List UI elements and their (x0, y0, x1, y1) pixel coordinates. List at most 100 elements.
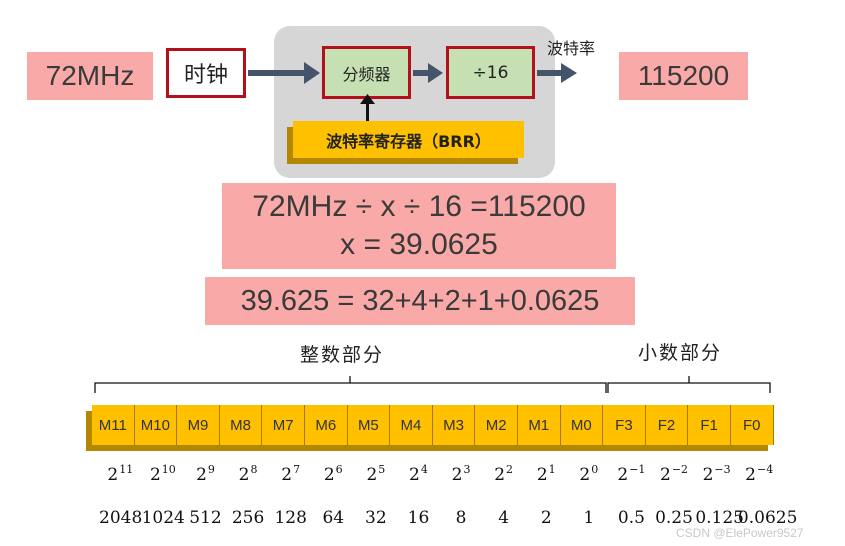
power-of-two: 2−4 (738, 463, 781, 485)
brr-register-label: 波特率寄存器（BRR） (326, 131, 491, 151)
power-of-two: 26 (312, 463, 355, 485)
power-exponent: 2 (506, 463, 514, 476)
power-of-two: 25 (355, 463, 398, 485)
baud-label: 波特率 (547, 39, 596, 58)
arrow-clock-to-divider-icon (248, 62, 320, 84)
power-base: 2 (409, 465, 420, 485)
power-of-two: 21 (525, 463, 568, 485)
power-exponent: 6 (335, 463, 343, 476)
bit-weight: 16 (407, 508, 430, 528)
bit-weight: 0.5 (617, 508, 645, 528)
brr-register-box: 波特率寄存器（BRR） (293, 121, 524, 158)
power-of-two: 22 (482, 463, 525, 485)
bit-weight: 8 (455, 508, 467, 528)
power-of-two: 29 (184, 463, 227, 485)
clock-label: 时钟 (183, 63, 228, 88)
power-of-two: 27 (269, 463, 312, 485)
divider-box: 分频器 (322, 46, 411, 99)
bit-weight: 128 (274, 508, 307, 528)
bit-weight: 4 (498, 508, 510, 528)
bit-weight: 512 (189, 508, 222, 528)
register-bit: F0 (731, 405, 774, 445)
bit-weight: 64 (322, 508, 345, 528)
register-bit: M3 (433, 405, 476, 445)
div16-label: ÷16 (472, 62, 509, 83)
power-exponent: 5 (378, 463, 386, 476)
bit-weight: 0.125 (695, 508, 744, 528)
power-exponent: −1 (629, 463, 646, 476)
power-base: 2 (366, 465, 378, 485)
register-bit: M1 (518, 405, 561, 445)
power-base: 2 (579, 465, 591, 485)
power-exponent: 9 (207, 463, 215, 476)
power-of-two: 20 (568, 463, 611, 485)
register-bit: M11 (92, 405, 135, 445)
decomposition-text: 39.625 = 32+4+2+1+0.0625 (240, 284, 600, 317)
power-base: 2 (451, 465, 463, 485)
power-exponent: 10 (161, 463, 176, 476)
power-of-two: 28 (227, 463, 270, 485)
equation-line-2: x = 39.0625 (340, 228, 498, 261)
bit-weight: 0.0625 (737, 508, 798, 528)
power-of-two: 23 (440, 463, 483, 485)
power-exponent: 3 (463, 463, 471, 476)
arrow-div16-to-output-icon (537, 63, 577, 83)
power-of-two: 2−3 (695, 463, 738, 485)
clock-box: 时钟 (166, 48, 246, 98)
power-exponent: −4 (757, 463, 774, 476)
power-exponent: 4 (420, 463, 428, 476)
integer-brace (94, 376, 607, 393)
power-exponent: 7 (293, 463, 301, 476)
register-bit: M10 (135, 405, 178, 445)
input-frequency-text: 72MHz (45, 60, 135, 91)
power-base: 2 (617, 465, 629, 485)
power-base: 2 (281, 465, 293, 485)
register-bit: F2 (646, 405, 689, 445)
bit-weight: 2 (540, 508, 552, 528)
bit-weight: 32 (365, 508, 387, 528)
decomposition-box: 39.625 = 32+4+2+1+0.0625 (205, 277, 635, 325)
power-of-two: 2−2 (653, 463, 696, 485)
arrow-brr-to-divider-icon (360, 94, 375, 121)
bit-weight: 1 (583, 508, 595, 528)
register-bit: M5 (348, 405, 391, 445)
power-base: 2 (107, 465, 119, 485)
register-bit: M0 (561, 405, 604, 445)
arrow-divider-to-div16-icon (413, 63, 443, 83)
input-frequency-box: 72MHz (27, 52, 153, 100)
fraction-part-label: 小数部分 (638, 342, 723, 364)
div16-box: ÷16 (446, 46, 535, 99)
register-bit: F1 (688, 405, 731, 445)
power-of-two: 2−1 (610, 463, 653, 485)
watermark: CSDN @ElePower9527 (676, 526, 804, 540)
bit-weight: 0.25 (655, 508, 693, 528)
power-base: 2 (149, 465, 161, 485)
fraction-brace (607, 376, 771, 393)
power-base: 2 (702, 465, 714, 485)
output-baud-text: 115200 (637, 60, 730, 91)
power-base: 2 (659, 465, 671, 485)
power-exponent: 0 (591, 463, 599, 476)
power-of-two: 210 (142, 463, 185, 485)
equation-line-1: 72MHz ÷ x ÷ 16 =115200 (252, 190, 586, 223)
power-exponent: 11 (119, 463, 134, 476)
power-base: 2 (238, 465, 250, 485)
power-exponent: −3 (714, 463, 731, 476)
equation-box: 72MHz ÷ x ÷ 16 =115200 x = 39.0625 (222, 183, 616, 269)
bit-weight: 2048 (99, 508, 143, 528)
power-exponent: 8 (250, 463, 258, 476)
register-bit: M4 (390, 405, 433, 445)
power-base: 2 (196, 465, 207, 485)
integer-part-label: 整数部分 (300, 344, 385, 366)
register-bit: M2 (475, 405, 518, 445)
register-bit: M8 (220, 405, 263, 445)
power-base: 2 (494, 465, 506, 485)
power-exponent: −2 (671, 463, 689, 476)
power-exponent: 1 (548, 463, 556, 476)
